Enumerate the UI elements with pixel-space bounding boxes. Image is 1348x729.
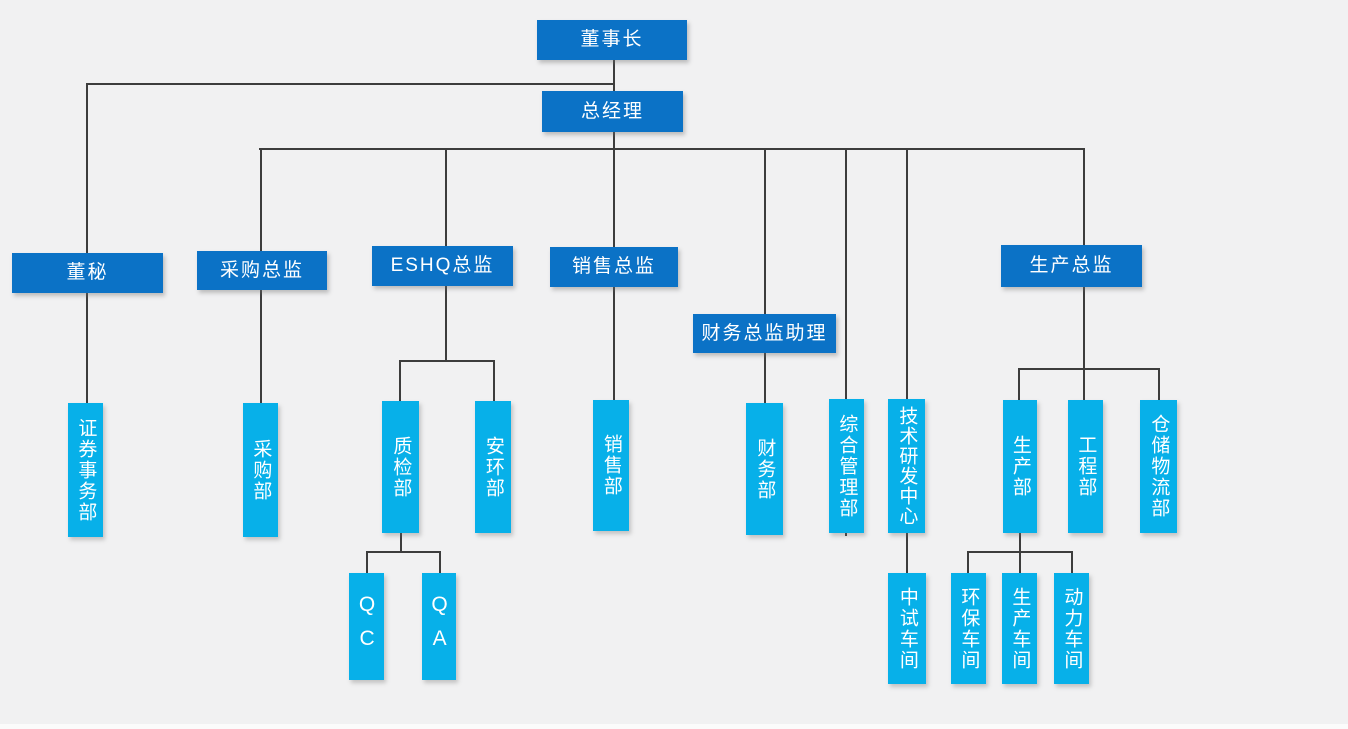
connector-line bbox=[86, 83, 88, 253]
org-node-finance-director-assistant: 财务总监助理 bbox=[693, 314, 836, 353]
connector-line bbox=[1018, 368, 1020, 400]
connector-line bbox=[493, 360, 495, 402]
connector-line bbox=[613, 60, 615, 91]
org-node-procurement-director: 采购总监 bbox=[197, 251, 327, 290]
connector-line bbox=[445, 148, 447, 246]
org-node-eshq-director: ESHQ总监 bbox=[372, 246, 513, 286]
org-node-board-secretary: 董秘 bbox=[12, 253, 163, 293]
connector-line bbox=[906, 148, 908, 573]
org-node-safety-environment-dept: 安环部 bbox=[475, 401, 511, 533]
connector-line bbox=[845, 148, 847, 536]
org-node-production-dept: 生产部 bbox=[1003, 400, 1037, 533]
connector-line bbox=[259, 148, 1084, 150]
bottom-edge-strip bbox=[0, 724, 1348, 729]
org-node-production-workshop: 生产车间 bbox=[1002, 573, 1037, 684]
connector-line bbox=[366, 551, 440, 553]
org-node-warehouse-logistics-dept: 仓储物流部 bbox=[1140, 400, 1177, 533]
org-node-sales-director: 销售总监 bbox=[550, 247, 678, 287]
connector-line bbox=[1018, 368, 1159, 370]
connector-line bbox=[366, 551, 368, 573]
connector-line bbox=[1019, 533, 1021, 573]
org-node-securities-affairs-dept: 证券事务部 bbox=[68, 403, 103, 537]
connector-line bbox=[400, 533, 402, 551]
connector-line bbox=[613, 131, 615, 247]
org-node-production-director: 生产总监 bbox=[1001, 245, 1142, 287]
connector-line bbox=[445, 286, 447, 360]
connector-line bbox=[260, 290, 262, 403]
connector-line bbox=[86, 83, 614, 85]
org-node-general-management-dept: 综合管理部 bbox=[829, 399, 864, 533]
connector-line bbox=[439, 551, 441, 573]
org-node-qc: QC bbox=[349, 573, 384, 680]
connector-line bbox=[764, 148, 766, 403]
connector-line bbox=[1083, 368, 1085, 400]
org-node-quality-inspection-dept: 质检部 bbox=[382, 401, 419, 533]
org-node-qa: QA bbox=[422, 573, 456, 680]
org-node-finance-dept: 财务部 bbox=[746, 403, 783, 535]
connector-line bbox=[260, 148, 262, 251]
connector-line bbox=[1158, 368, 1160, 400]
org-node-chairman: 董事长 bbox=[537, 20, 687, 60]
connector-line bbox=[399, 360, 494, 362]
org-node-environmental-workshop: 环保车间 bbox=[951, 573, 986, 684]
org-node-sales-dept: 销售部 bbox=[593, 400, 629, 531]
org-node-tech-rd-center: 技术研发中心 bbox=[888, 399, 925, 533]
org-node-procurement-dept: 采购部 bbox=[243, 403, 278, 537]
connector-line bbox=[86, 293, 88, 403]
connector-line bbox=[399, 360, 401, 402]
connector-line bbox=[967, 551, 969, 573]
connector-line bbox=[1071, 551, 1073, 573]
org-node-general-manager: 总经理 bbox=[542, 91, 683, 132]
connector-line bbox=[613, 287, 615, 400]
org-node-power-workshop: 动力车间 bbox=[1054, 573, 1089, 684]
org-node-pilot-workshop: 中试车间 bbox=[888, 573, 926, 684]
org-node-engineering-dept: 工程部 bbox=[1068, 400, 1103, 533]
